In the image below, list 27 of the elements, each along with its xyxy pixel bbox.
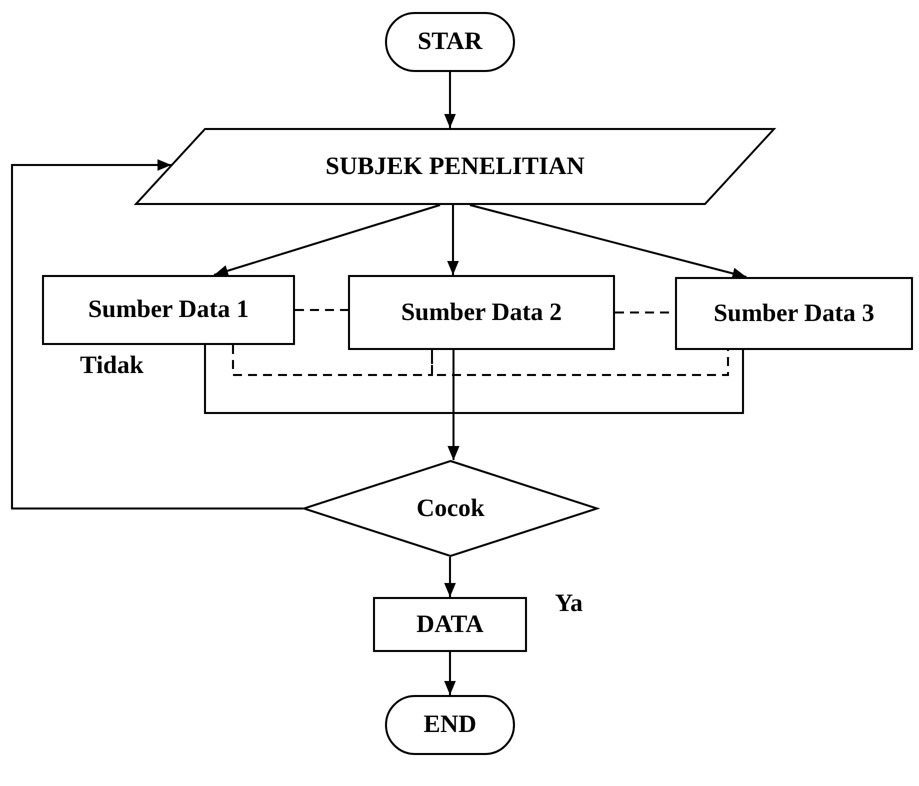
arrow <box>447 205 459 275</box>
terminal-shape <box>385 12 515 72</box>
node-label: Sumber Data 1 <box>88 296 249 324</box>
node-label: END <box>424 711 476 739</box>
input-parallelogram <box>135 128 775 205</box>
decision-diamond <box>303 460 598 557</box>
node-label: Cocok <box>416 494 485 522</box>
arrow <box>448 350 744 460</box>
node-label: STAR <box>418 28 482 56</box>
process-box <box>348 275 615 350</box>
process-box <box>373 597 527 652</box>
process-box <box>675 277 913 350</box>
node-label: DATA <box>416 610 484 638</box>
arrow <box>444 72 456 128</box>
node-label: Sumber Data 3 <box>714 300 874 328</box>
arrow <box>444 652 456 695</box>
arrow <box>444 557 456 597</box>
arrow <box>214 204 440 276</box>
node-label: Sumber Data 2 <box>401 298 562 326</box>
node-label: SUBJEK PENELITIAN <box>325 152 585 180</box>
arrow <box>11 159 303 510</box>
process-box <box>42 275 295 345</box>
connector-line <box>431 350 729 376</box>
terminal-shape <box>385 695 515 755</box>
connector-line <box>232 345 433 376</box>
connector-line <box>295 309 348 311</box>
arrow <box>470 204 747 280</box>
